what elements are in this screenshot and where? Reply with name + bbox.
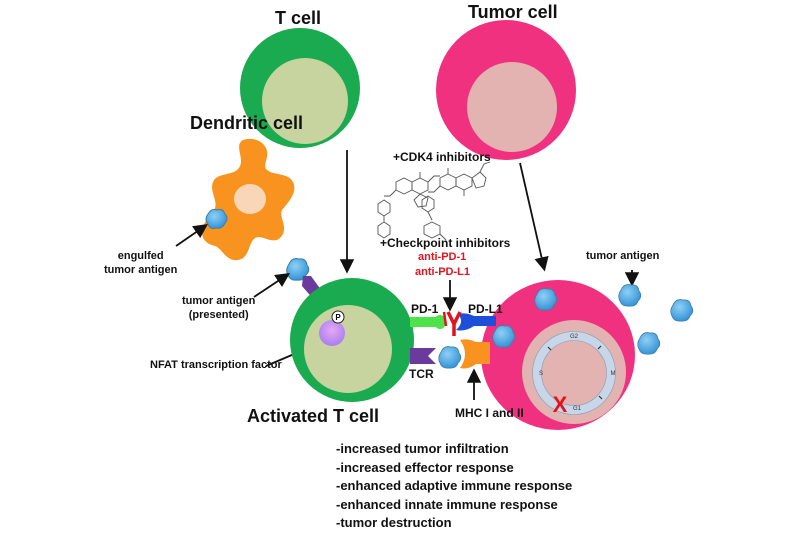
dendritic-cell-label: Dendritic cell — [190, 113, 304, 133]
cdk4-inhibitors-label: +CDK4 inhibitors — [393, 150, 491, 164]
mhc-molecule — [460, 339, 490, 369]
engulfed-antigen — [205, 209, 228, 229]
tcr-receptor — [410, 348, 436, 364]
presented-antigen-synapse — [438, 346, 462, 369]
engulfed-arrow — [175, 223, 208, 247]
tumor-antigens — [492, 284, 694, 355]
anti-pdl1-label: anti-PD-L1 — [415, 266, 470, 278]
nfat-label: NFAT transcription factor — [150, 359, 282, 371]
cycle-g1: G1 — [573, 406, 582, 412]
presented-arrow — [253, 273, 290, 298]
checkpoint-antibody-icon — [442, 311, 462, 336]
target-tumor-cell — [481, 280, 635, 430]
outcome-item: -increased effector response — [336, 459, 514, 475]
engulfed-antigen-line2: tumor antigen — [104, 264, 178, 276]
mhc-label: MHC I and II — [455, 406, 524, 420]
activated-t-cell — [290, 278, 414, 402]
checkpoint-inhibitors-label: +Checkpoint inhibitors — [380, 236, 511, 250]
dendritic-cell — [202, 138, 295, 261]
engulfed-antigen-line1: engulfed — [117, 250, 164, 262]
pdl1-label: PD-L1 — [468, 302, 503, 316]
tumor-antigen-label: tumor antigen — [586, 250, 660, 262]
presented-antigen-label: tumor antigen (presented) — [182, 294, 255, 322]
presented-antigen-line1: tumor antigen — [182, 295, 256, 307]
outcome-item: -increased tumor infiltration — [336, 441, 509, 456]
tumor-cell-label: Tumor cell — [468, 2, 558, 22]
phospho-label: P — [335, 313, 341, 322]
outcome-item: -enhanced innate immune response — [336, 496, 558, 512]
cell-cycle-ring — [532, 331, 616, 415]
tumor-cell — [436, 20, 576, 160]
cycle-s: S — [539, 371, 543, 377]
engulfed-antigen-label: engulfed tumor antigen — [104, 249, 177, 277]
t-cell — [240, 28, 360, 148]
tumor-cell-arrow — [519, 162, 549, 272]
activated-t-cell-label: Activated T cell — [247, 406, 380, 426]
tcr-label: TCR — [409, 367, 434, 381]
outcomes-list: -increased tumor infiltration -increased… — [336, 440, 572, 533]
cycle-g2: G2 — [570, 334, 579, 340]
cycle-m: M — [611, 371, 616, 377]
cdk4-inhibitor-structures-icon — [377, 161, 491, 241]
pd1-receptor — [410, 315, 446, 329]
outcome-item: -enhanced adaptive immune response — [336, 478, 573, 493]
presented-antigen-line2: (presented) — [188, 309, 249, 321]
anti-pd1-label: anti-PD-1 — [418, 251, 467, 263]
phospho-icon — [331, 310, 345, 324]
cell-cycle-arrest-x-icon: X — [553, 392, 568, 417]
nfat-molecule — [319, 320, 345, 346]
t-cell-label: T cell — [275, 8, 322, 28]
pd1-label: PD-1 — [411, 302, 439, 316]
outcome-item: -tumor destruction — [336, 515, 452, 530]
pdl1-ligand — [456, 313, 496, 331]
